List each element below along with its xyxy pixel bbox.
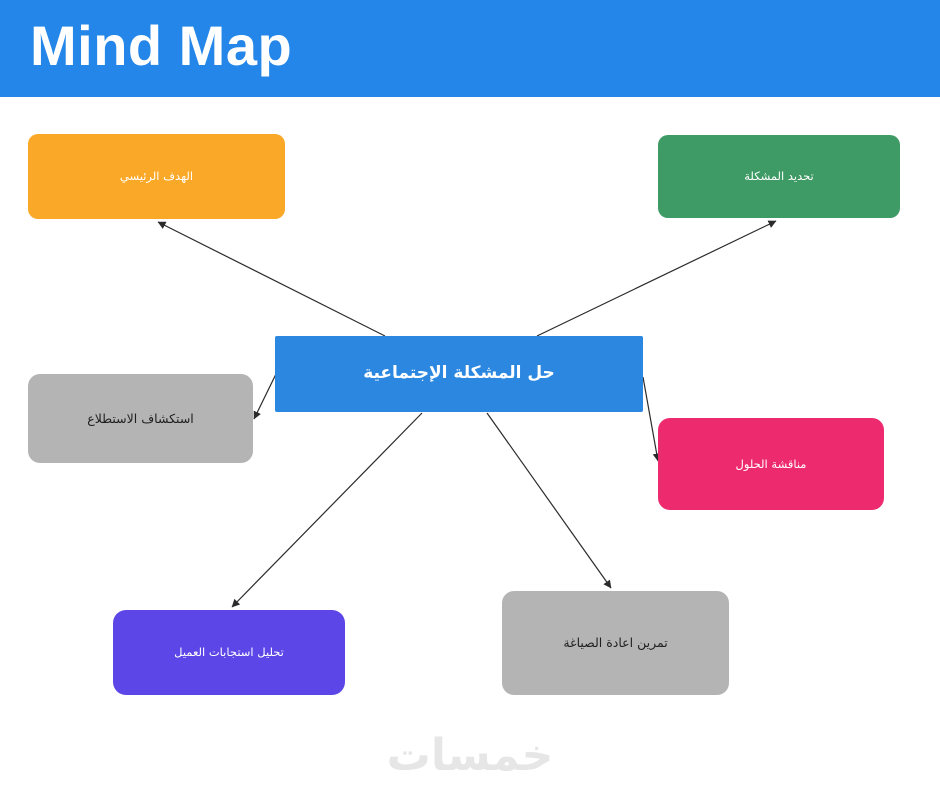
khamsat-watermark: خمسات xyxy=(386,730,554,781)
connector-center-to-solutions xyxy=(642,376,661,462)
node-survey-exploration: استكشاف الاستطلاع xyxy=(28,374,253,463)
header-bar: Mind Map xyxy=(0,0,940,97)
node-problem-definition: تحديد المشكلة xyxy=(658,135,900,218)
page-title: Mind Map xyxy=(30,14,293,77)
node-rephrasing-exercise: تمرين اعادة الصياغة xyxy=(502,591,729,695)
node-center-topic: حل المشكلة الإجتماعية xyxy=(275,336,643,412)
connector-center-to-rephrase xyxy=(486,412,612,589)
node-solutions-discussion: مناقشة الحلول xyxy=(658,418,884,510)
connector-center-to-main-goal xyxy=(157,221,386,337)
node-main-goal: الهدف الرئيسي xyxy=(28,134,285,219)
node-responses-analysis: تحليل استجابات العميل xyxy=(113,610,345,695)
connector-center-to-problem-def xyxy=(536,220,777,337)
connector-center-to-analysis xyxy=(231,412,423,608)
connector-center-to-survey xyxy=(253,373,277,420)
